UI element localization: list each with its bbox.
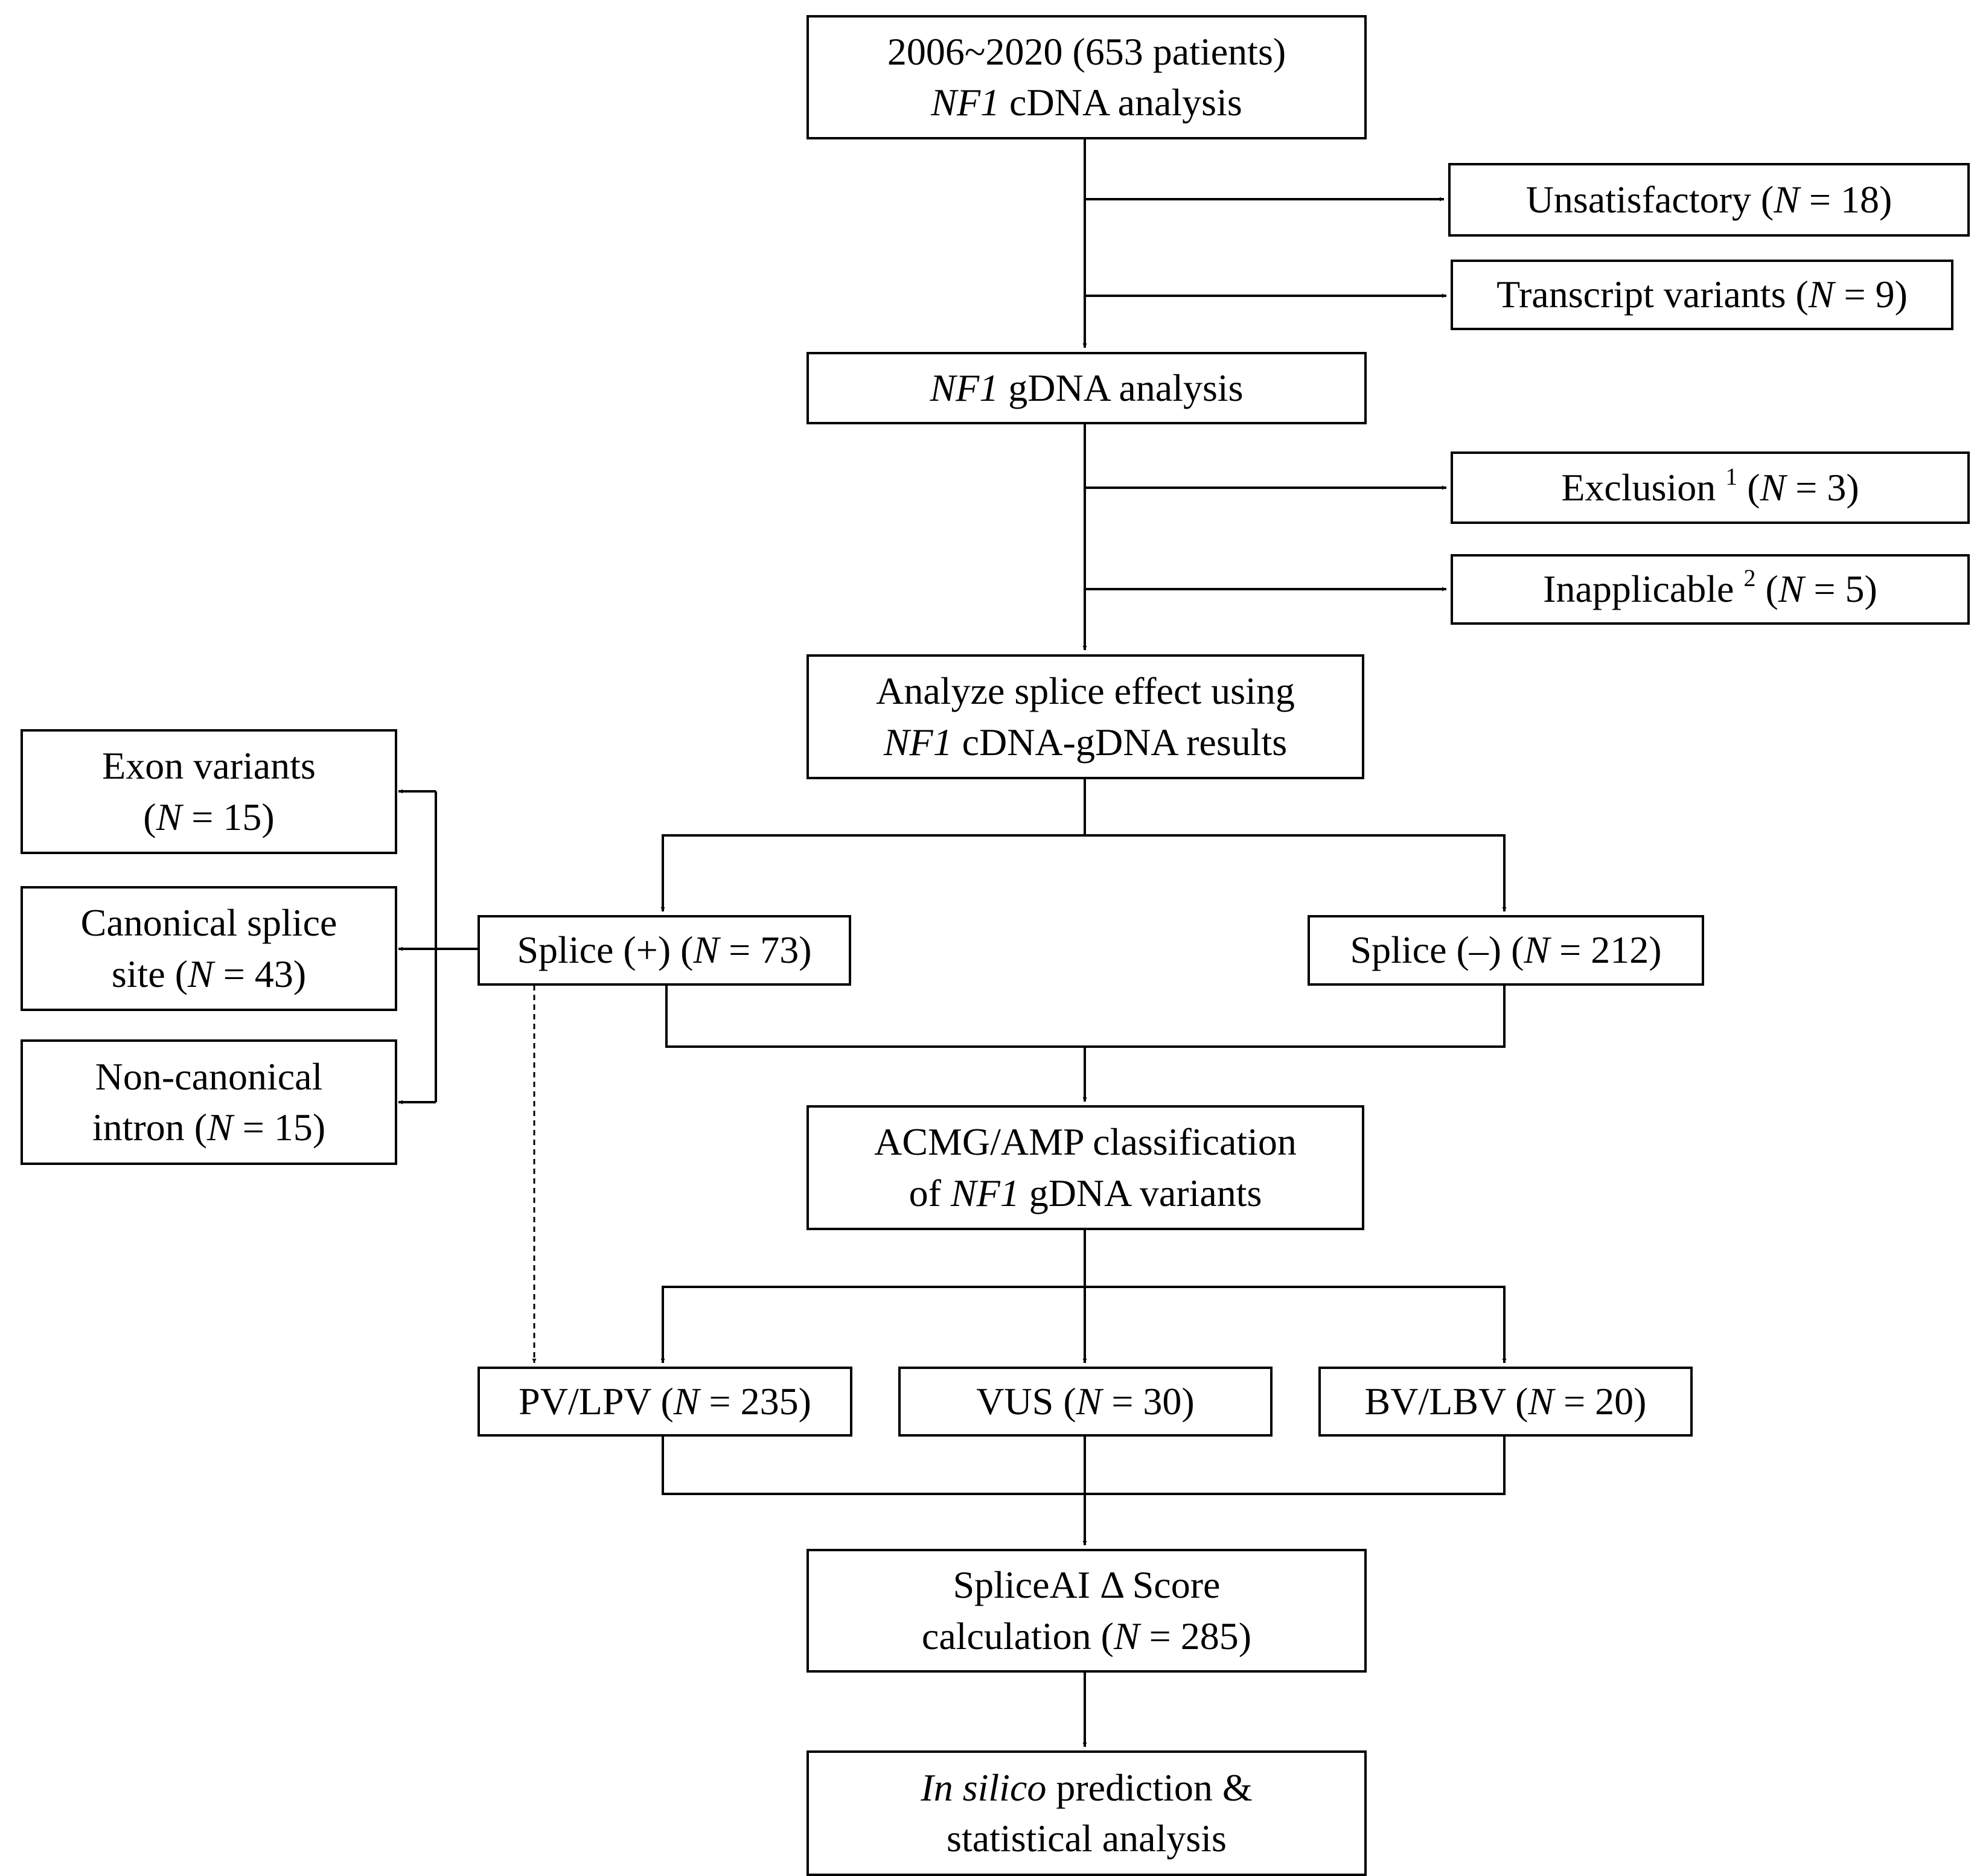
- gene-name: NF1: [930, 366, 999, 409]
- canonical-splice-site-box: Canonical splice site (N = 43): [21, 886, 397, 1011]
- cohort-line: 2006~2020 (653 patients): [887, 30, 1286, 73]
- vus-box: VUS (N = 30): [898, 1367, 1273, 1437]
- transcript-variants-box: Transcript variants (N = 9): [1451, 260, 1953, 330]
- spliceai-score-box: SpliceAI Δ Score calculation (N = 285): [806, 1549, 1367, 1673]
- unsatisfactory-box: Unsatisfactory (N = 18): [1448, 163, 1970, 237]
- cohort-cdna-box: 2006~2020 (653 patients) NF1 cDNA analys…: [806, 15, 1367, 139]
- splice-positive-box: Splice (+) (N = 73): [477, 915, 851, 986]
- footnote-marker: 1: [1725, 462, 1738, 490]
- pv-lpv-box: PV/LPV (N = 235): [477, 1367, 852, 1437]
- acmg-classification-box: ACMG/AMP classification of NF1 gDNA vari…: [806, 1105, 1364, 1230]
- bv-lbv-box: BV/LBV (N = 20): [1318, 1367, 1693, 1437]
- gene-name: NF1: [883, 720, 953, 764]
- connector-analyze-to-splice-neg: [1085, 834, 1507, 911]
- gene-name: NF1: [950, 1171, 1020, 1214]
- exon-variants-box: Exon variants (N = 15): [21, 729, 397, 854]
- analyze-splice-box: Analyze splice effect using NF1 cDNA-gDN…: [806, 654, 1364, 779]
- connector-acmg-to-bv: [1085, 1286, 1507, 1363]
- gdna-analysis-box: NF1 gDNA analysis: [806, 352, 1367, 424]
- inapplicable-box: Inapplicable 2 (N = 5): [1451, 554, 1970, 625]
- splice-negative-box: Splice (–) (N = 212): [1308, 915, 1704, 986]
- footnote-marker: 2: [1743, 564, 1756, 592]
- exclusion-box: Exclusion 1 (N = 3): [1451, 451, 1970, 524]
- connector-analyze-split: [660, 779, 1086, 911]
- gene-name: NF1: [931, 81, 1000, 124]
- insilico-prediction-box: In silico prediction & statistical analy…: [806, 1750, 1367, 1876]
- connector-acmg-to-pv: [660, 1286, 1085, 1363]
- noncanonical-intron-box: Non-canonical intron (N = 15): [21, 1039, 397, 1165]
- connector-splice-merge: [665, 985, 1506, 1048]
